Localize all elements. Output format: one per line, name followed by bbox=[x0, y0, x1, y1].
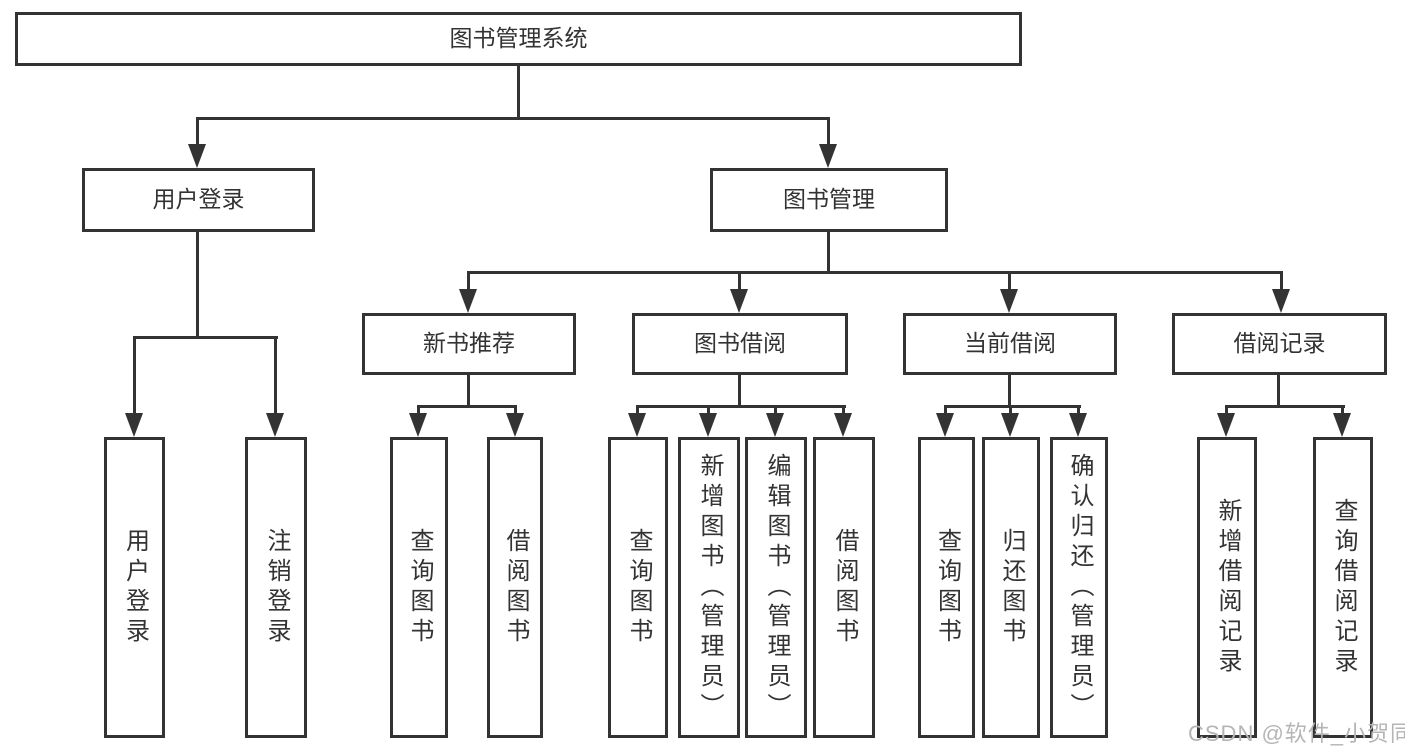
node-book-management: 图书管理 bbox=[710, 168, 948, 232]
connector-line bbox=[417, 405, 517, 408]
connector-line bbox=[1008, 271, 1011, 291]
leaf-user-login: 用户登录 bbox=[104, 437, 165, 738]
connector-line bbox=[467, 271, 470, 291]
arrow-down-icon bbox=[266, 413, 284, 437]
connector-line bbox=[1225, 405, 1345, 408]
connector-line bbox=[196, 117, 830, 120]
node-user-login: 用户登录 bbox=[82, 168, 315, 232]
connector-line bbox=[514, 405, 517, 415]
connector-line bbox=[944, 405, 1081, 408]
leaf-query-books-current: 查询图书 bbox=[918, 437, 975, 738]
node-root: 图书管理系统 bbox=[15, 12, 1022, 66]
connector-line bbox=[196, 117, 199, 149]
leaf-return-books: 归还图书 bbox=[982, 437, 1040, 738]
arrow-down-icon bbox=[699, 413, 717, 437]
connector-line bbox=[1280, 271, 1283, 291]
leaf-query-books-recommend: 查询图书 bbox=[390, 437, 448, 738]
node-new-book-recommend: 新书推荐 bbox=[362, 313, 576, 375]
node-book-borrow: 图书借阅 bbox=[632, 313, 848, 375]
connector-line bbox=[517, 66, 520, 118]
arrow-down-icon bbox=[1333, 413, 1351, 437]
connector-line bbox=[1277, 375, 1280, 407]
arrow-down-icon bbox=[125, 413, 143, 437]
connector-line bbox=[738, 271, 741, 291]
leaf-add-borrow-record: 新增借阅记录 bbox=[1197, 437, 1257, 738]
connector-line bbox=[133, 336, 136, 416]
connector-line bbox=[1009, 405, 1012, 415]
connector-line bbox=[467, 375, 470, 407]
connector-line bbox=[944, 405, 947, 415]
connector-line bbox=[774, 405, 777, 415]
arrow-down-icon bbox=[409, 413, 427, 437]
arrow-down-icon bbox=[188, 144, 206, 168]
csdn-watermark: CSDN @软件_小贺同学 bbox=[1188, 721, 1405, 746]
connector-line bbox=[417, 405, 420, 415]
arrow-down-icon bbox=[766, 413, 784, 437]
leaf-confirm-return-admin: 确认归还（管理员） bbox=[1050, 437, 1108, 738]
arrow-down-icon bbox=[459, 289, 477, 313]
leaf-borrow-books-recommend: 借阅图书 bbox=[487, 437, 543, 738]
leaf-logout: 注销登录 bbox=[245, 437, 307, 738]
arrow-down-icon bbox=[730, 289, 748, 313]
arrow-down-icon bbox=[506, 413, 524, 437]
leaf-borrow-books: 借阅图书 bbox=[813, 437, 875, 738]
arrow-down-icon bbox=[1069, 413, 1087, 437]
leaf-query-books-borrow: 查询图书 bbox=[608, 437, 668, 738]
arrow-down-icon bbox=[1272, 289, 1290, 313]
connector-line bbox=[738, 375, 741, 407]
arrow-down-icon bbox=[1001, 413, 1019, 437]
connector-line bbox=[1077, 405, 1080, 415]
node-borrow-records: 借阅记录 bbox=[1172, 313, 1387, 375]
leaf-add-book-admin: 新增图书（管理员） bbox=[678, 437, 740, 738]
connector-line bbox=[1341, 405, 1344, 415]
connector-line bbox=[827, 232, 830, 274]
arrow-down-icon bbox=[834, 413, 852, 437]
connector-line bbox=[1008, 375, 1011, 407]
leaf-query-borrow-record: 查询借阅记录 bbox=[1313, 437, 1373, 738]
connector-line bbox=[707, 405, 710, 415]
arrow-down-icon bbox=[628, 413, 646, 437]
arrow-down-icon bbox=[936, 413, 954, 437]
arrow-down-icon bbox=[819, 144, 837, 168]
connector-line bbox=[196, 232, 199, 339]
arrow-down-icon bbox=[1000, 289, 1018, 313]
connector-line bbox=[133, 336, 278, 339]
connector-line bbox=[467, 271, 1283, 274]
connector-line bbox=[827, 117, 830, 149]
connector-line bbox=[636, 405, 639, 415]
node-current-borrow: 当前借阅 bbox=[903, 313, 1117, 375]
connector-line bbox=[842, 405, 845, 415]
connector-line bbox=[636, 405, 846, 408]
connector-line bbox=[1225, 405, 1228, 415]
leaf-edit-book-admin: 编辑图书（管理员） bbox=[745, 437, 807, 738]
arrow-down-icon bbox=[1217, 413, 1235, 437]
connector-line bbox=[274, 336, 277, 416]
